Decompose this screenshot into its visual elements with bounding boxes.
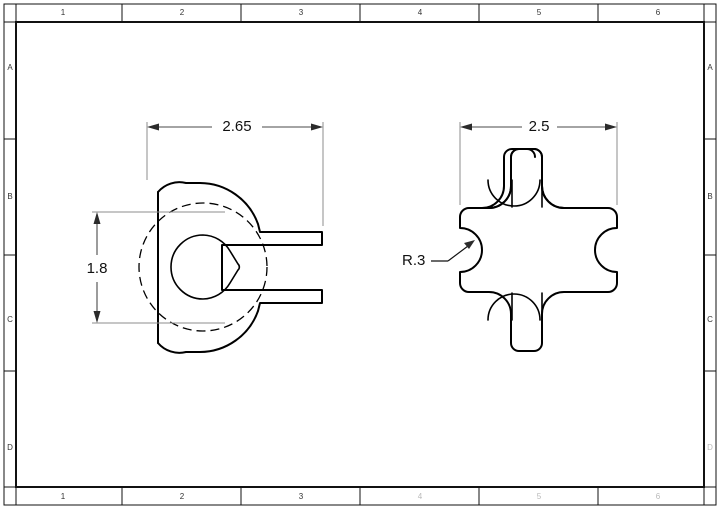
zone-labels-left: A B C D — [7, 63, 13, 452]
zone-label-right-b: B — [707, 192, 712, 201]
zone-label-right-c: C — [707, 315, 713, 324]
zone-label-right-d: D — [707, 443, 713, 452]
dimension-label-r-3: R.3 — [402, 252, 425, 269]
side-view-top-prongs — [487, 148, 565, 209]
dimension-width-right: 2.5 — [459, 118, 618, 205]
zone-labels-right: A B C D — [707, 63, 713, 452]
zone-label-top-5: 5 — [537, 8, 542, 17]
sheet-border — [3, 3, 717, 506]
zone-label-bottom-5: 5 — [537, 492, 542, 501]
zone-label-bottom-3: 3 — [299, 492, 304, 501]
zone-label-bottom-6: 6 — [656, 492, 661, 501]
zone-label-bottom-4: 4 — [418, 492, 423, 501]
zone-ticks-top — [4, 4, 716, 23]
zone-label-left-d: D — [7, 443, 13, 452]
front-view: 2.65 1.8 — [87, 118, 324, 354]
zone-label-right-a: A — [707, 63, 713, 72]
zone-labels-bottom: 1 2 3 4 5 6 — [61, 492, 661, 501]
dimension-width-left: 2.65 — [146, 118, 324, 226]
dimension-label-1-8: 1.8 — [87, 260, 108, 277]
dimension-radius-right: R.3 — [402, 240, 475, 269]
zone-label-left-b: B — [7, 192, 12, 201]
zone-label-top-2: 2 — [180, 8, 185, 17]
zone-label-top-1: 1 — [61, 8, 66, 17]
zone-label-top-6: 6 — [656, 8, 661, 17]
zone-ticks-right — [703, 4, 716, 505]
dimension-height-left: 1.8 — [87, 211, 225, 324]
dimension-label-2-5: 2.5 — [529, 118, 550, 135]
zone-label-bottom-1: 1 — [61, 492, 66, 501]
zone-label-bottom-2: 2 — [180, 492, 185, 501]
zone-ticks-left — [4, 4, 17, 505]
zone-label-top-4: 4 — [418, 8, 423, 17]
side-view-bottom-prongs — [487, 292, 543, 321]
zone-labels-top: 1 2 3 4 5 6 — [61, 8, 661, 17]
dimension-label-2-65: 2.65 — [222, 118, 251, 135]
zone-label-left-a: A — [7, 63, 13, 72]
zone-label-top-3: 3 — [299, 8, 304, 17]
zone-ticks-bottom — [4, 486, 716, 505]
side-view: 2.5 R.3 — [402, 118, 618, 352]
zone-label-left-c: C — [7, 315, 13, 324]
